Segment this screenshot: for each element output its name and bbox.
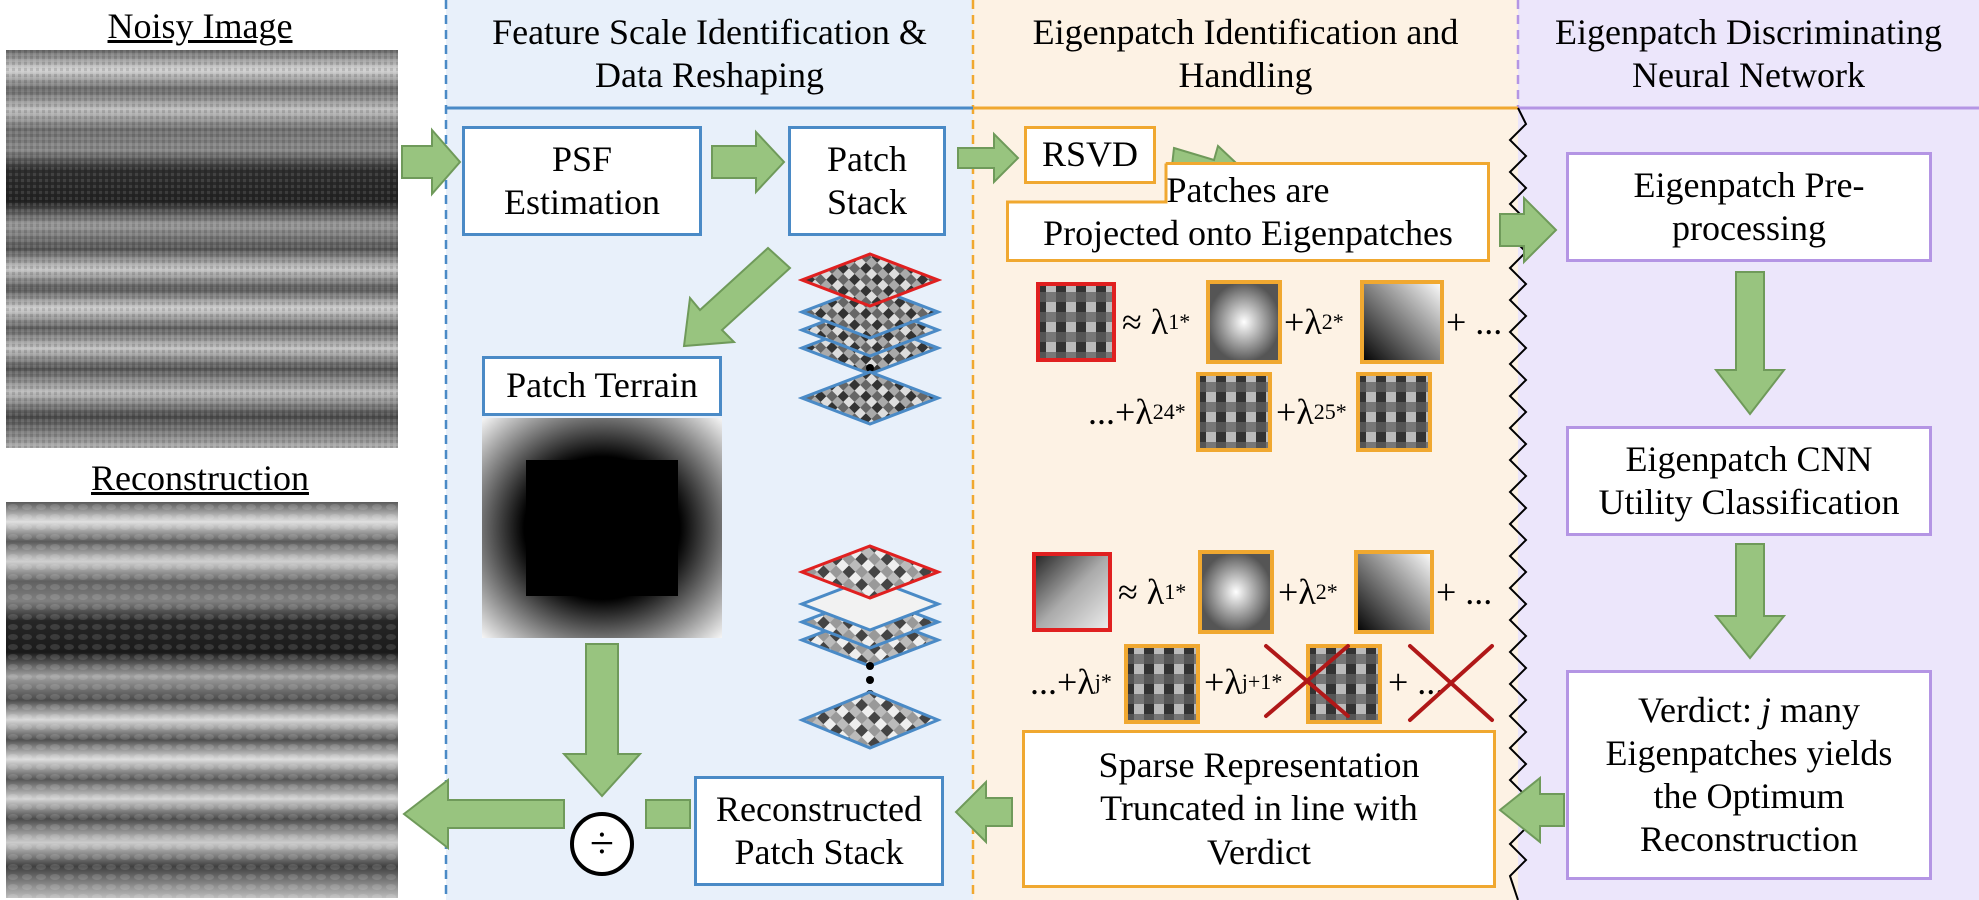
eigen-patch-clean bbox=[1032, 552, 1112, 632]
reconstructed-patch-stack-box: Reconstructed Patch Stack bbox=[694, 776, 944, 886]
eigenpatch-2 bbox=[1360, 280, 1444, 364]
reconstruction-title: Reconstruction bbox=[91, 458, 309, 498]
verdict-text: Verdict: j many Eigenpatches yields the … bbox=[1605, 689, 1893, 860]
arrow-terrain-to-divide bbox=[561, 643, 643, 798]
patch-stack-box: Patch Stack bbox=[788, 126, 946, 236]
eigenpatch-j bbox=[1124, 644, 1200, 724]
divide-symbol: ÷ bbox=[589, 819, 615, 868]
reconstruction-image bbox=[6, 502, 398, 898]
arrow-stack-to-terrain bbox=[682, 246, 792, 348]
patch-terrain-image bbox=[482, 418, 722, 638]
patch-terrain-box: Patch Terrain bbox=[482, 356, 722, 416]
rsvd-box: RSVD bbox=[1024, 126, 1156, 184]
arrow-projected-to-preprocess bbox=[1499, 195, 1558, 265]
section-nn-title: Eigenpatch Discriminating Neural Network bbox=[1555, 11, 1942, 95]
psf-estimation-box: PSF Estimation bbox=[462, 126, 702, 236]
eigenpatch-1-lower bbox=[1198, 550, 1274, 634]
equation-row3-c: + ... bbox=[1436, 572, 1493, 612]
arrow-sparse-to-recon bbox=[954, 779, 1013, 845]
section-feature-title: Feature Scale Identification & Data Resh… bbox=[492, 11, 927, 95]
eigen-patch-noisy bbox=[1036, 282, 1116, 362]
arrow-psf-to-stack bbox=[711, 129, 786, 195]
verdict-box: Verdict: j many Eigenpatches yields the … bbox=[1566, 670, 1932, 880]
sparse-representation-box: Sparse Representation Truncated in line … bbox=[1022, 730, 1496, 888]
eigenpatch-cnn-box: Eigenpatch CNN Utility Classification bbox=[1566, 426, 1932, 536]
arrow-preprocess-to-cnn bbox=[1713, 271, 1787, 416]
arrow-divide-to-reconstruction bbox=[402, 777, 565, 851]
section-eigen-title: Eigenpatch Identification and Handling bbox=[1032, 11, 1459, 95]
noisy-image bbox=[6, 50, 398, 448]
arrow-cnn-to-verdict bbox=[1713, 543, 1787, 660]
divide-operator: ÷ bbox=[570, 812, 634, 876]
noisy-image-title: Noisy Image bbox=[107, 6, 293, 46]
arrow-noisy-to-psf bbox=[401, 127, 462, 197]
eigenpatch-24 bbox=[1196, 372, 1272, 452]
eigenpatch-preprocessing-box: Eigenpatch Pre- processing bbox=[1566, 152, 1932, 262]
projected-box-outline bbox=[1006, 162, 1490, 262]
equation-row1-c: + ... bbox=[1446, 302, 1503, 342]
patch-stack-illustration-bottom-single bbox=[798, 370, 942, 426]
arrow-verdict-to-sparse bbox=[1498, 775, 1565, 845]
patch-stack-illustration-lower bbox=[798, 544, 942, 668]
patch-stack-illustration-top bbox=[798, 252, 942, 376]
eigenpatch-25 bbox=[1356, 372, 1432, 452]
patch-stack-illustration-lower-single bbox=[798, 690, 942, 750]
eigenpatch-1 bbox=[1206, 280, 1282, 364]
arrow-stack-to-rsvd bbox=[957, 131, 1020, 185]
eigenpatch-2-lower bbox=[1354, 550, 1434, 634]
arrow-recon-to-divide bbox=[645, 799, 691, 829]
